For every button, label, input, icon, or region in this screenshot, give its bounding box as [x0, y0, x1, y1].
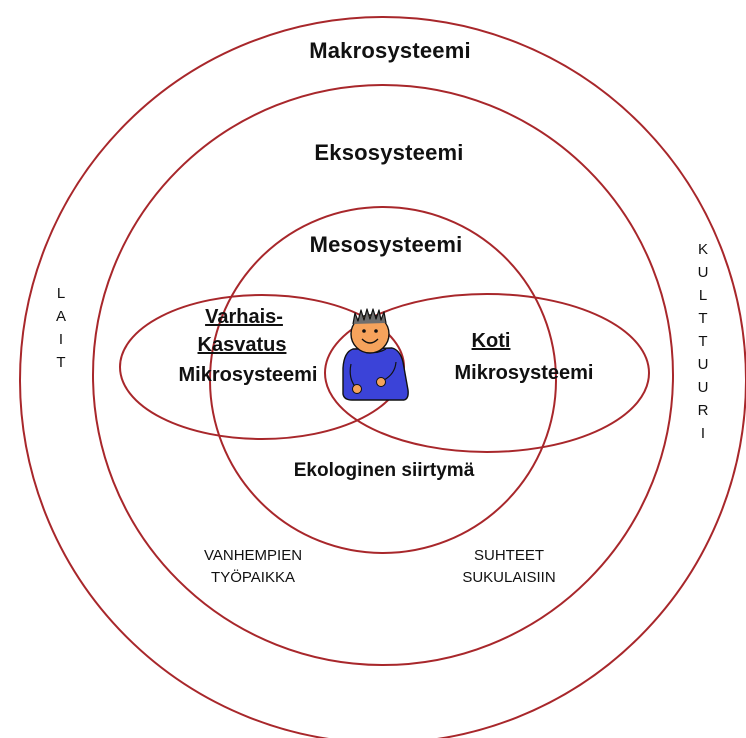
- parents-workplace-line1: VANHEMPIEN: [203, 547, 303, 564]
- child-hair: [352, 308, 387, 325]
- culture-vertical-label: K U L T T U U R I: [693, 238, 713, 445]
- culture-letter: U: [697, 356, 709, 373]
- daycare-label-line1: Varhais-: [205, 306, 283, 328]
- daycare-label-line2: Kasvatus: [197, 334, 287, 356]
- child-right-eye: [374, 329, 378, 333]
- laws-vertical-label: L A I T: [51, 282, 71, 374]
- home-label-line2: Mikrosysteemi: [454, 362, 594, 384]
- child-left-hand: [352, 384, 362, 394]
- parents-workplace-line2: TYÖPAIKKA: [211, 569, 295, 586]
- culture-letter: U: [697, 379, 709, 396]
- home-micro-ellipse: [324, 293, 650, 453]
- child-head: [350, 314, 390, 354]
- laws-letter: L: [56, 285, 66, 302]
- relatives-relations-label: SUHTEET SUKULAISIIN: [462, 545, 555, 589]
- culture-letter: T: [698, 333, 708, 350]
- exo-circle: [92, 84, 674, 666]
- laws-letter: T: [56, 354, 66, 371]
- laws-letter: I: [58, 331, 64, 348]
- macrosystem-label: Makrosysteemi: [309, 38, 471, 63]
- culture-letter: U: [697, 264, 709, 281]
- culture-letter: I: [700, 425, 706, 442]
- child-figure: [342, 308, 409, 401]
- culture-letter: K: [697, 241, 708, 258]
- culture-letter: T: [698, 310, 708, 327]
- child-body: [342, 347, 409, 401]
- laws-letter: A: [55, 308, 66, 325]
- child-right-arm: [383, 361, 397, 381]
- culture-letter: L: [698, 287, 708, 304]
- ecological-transition-label: Ekologinen siirtymä: [293, 460, 475, 481]
- child-left-eye: [362, 329, 366, 333]
- culture-letter: R: [697, 402, 709, 419]
- meso-circle: [209, 206, 557, 554]
- parents-workplace-label: VANHEMPIEN TYÖPAIKKA: [204, 545, 302, 589]
- macro-circle: [19, 16, 746, 738]
- exosystem-label: Eksosysteemi: [314, 140, 464, 165]
- daycare-label-line3: Mikrosysteemi: [178, 364, 318, 386]
- relatives-relations-line1: SUHTEET: [473, 547, 544, 564]
- child-right-hand: [376, 377, 386, 387]
- relatives-relations-line2: SUKULAISIIN: [462, 569, 556, 586]
- mesosystem-label: Mesosysteemi: [309, 232, 463, 257]
- home-label-line1: Koti: [471, 330, 511, 352]
- child-smile: [361, 338, 379, 344]
